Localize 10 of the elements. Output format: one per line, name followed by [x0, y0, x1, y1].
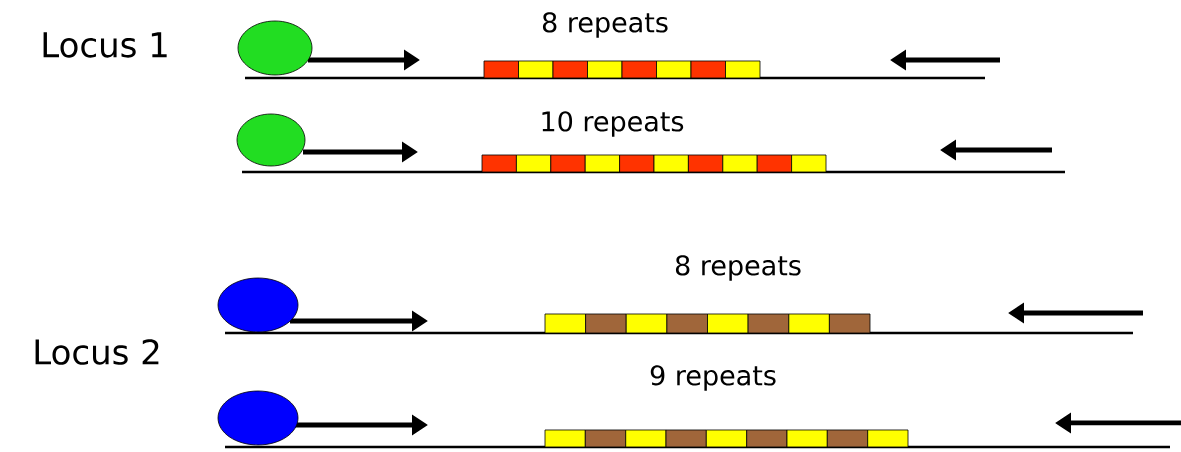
repeat-count-label: 8 repeats — [675, 255, 801, 281]
oval — [217, 390, 299, 446]
repeat-count-label: 8 repeats — [542, 12, 668, 38]
locus-label: Locus 1 — [43, 32, 167, 58]
locus-label: Locus 2 — [35, 339, 159, 365]
oval — [236, 113, 306, 167]
oval — [217, 277, 299, 333]
repeat-count-label: 10 repeats — [542, 111, 684, 137]
oval — [237, 20, 313, 76]
repeat-count-label: 9 repeats — [650, 365, 776, 391]
